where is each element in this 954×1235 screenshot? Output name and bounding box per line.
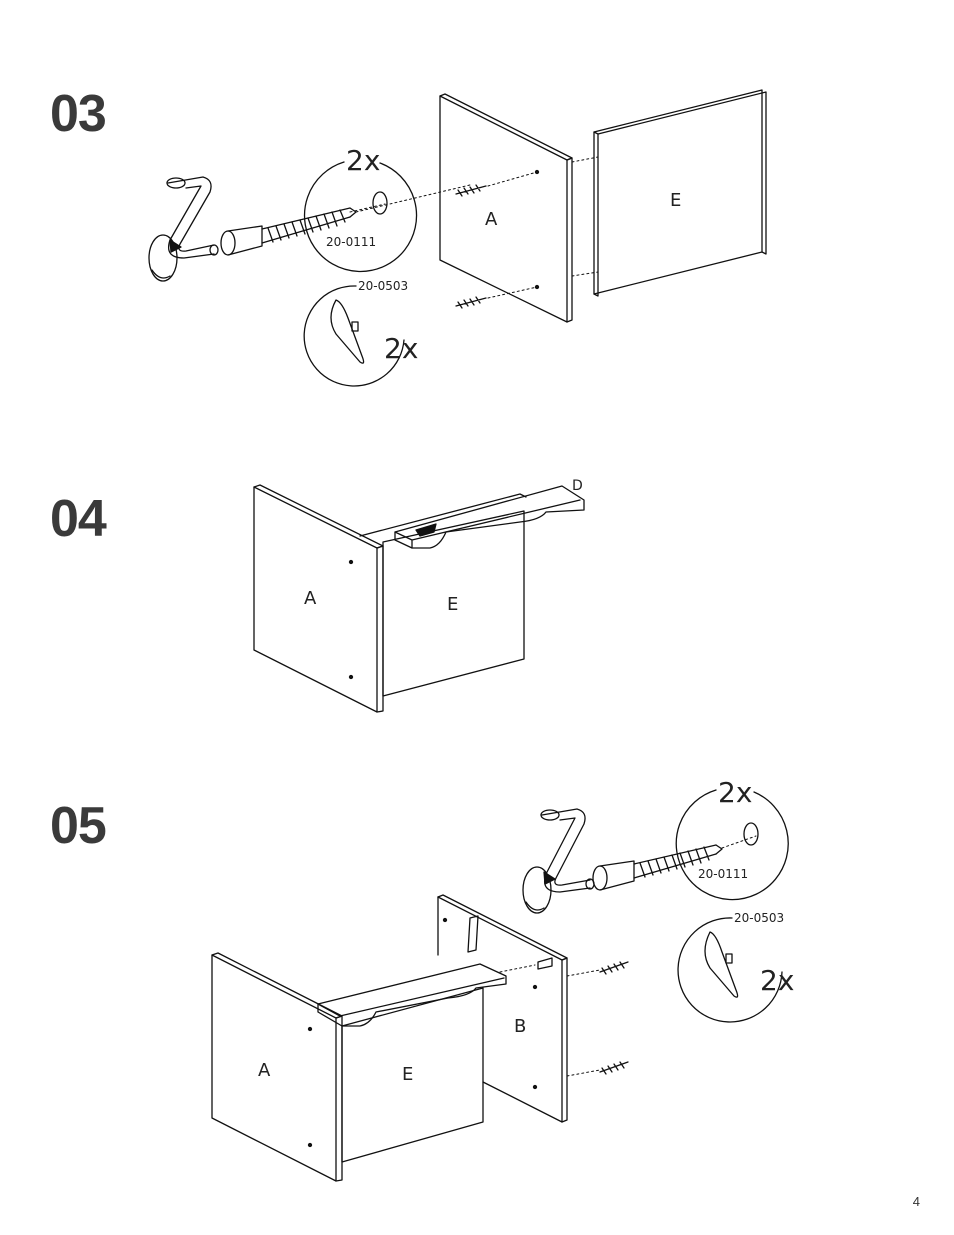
dowel-icon xyxy=(537,957,553,970)
panel-b-label: B xyxy=(514,1016,526,1037)
panel-a: A xyxy=(211,952,343,1182)
drawer-bottom xyxy=(317,963,507,1027)
cap-qty-label: 2x xyxy=(760,964,794,997)
panel-d: D xyxy=(394,478,585,549)
bolt-qty-label: 2x xyxy=(346,144,380,177)
panel-a-label: A xyxy=(258,1060,271,1081)
step-05-diagram: 2x 20-0111 20-0503 2x B xyxy=(211,776,794,1182)
bolt-code-label: 20-0111 xyxy=(326,235,376,249)
bolt-code-label: 20-0111 xyxy=(698,867,748,881)
step-04-diagram: E D A xyxy=(253,478,585,713)
step-number-05: 05 xyxy=(50,797,107,855)
cam-cap-callout: 20-0503 2x xyxy=(303,279,418,387)
bolt-qty-label: 2x xyxy=(718,776,752,809)
panel-a-label: A xyxy=(304,588,317,609)
step-number-04: 04 xyxy=(50,490,107,548)
panel-e-label: E xyxy=(670,190,681,211)
screw-icon xyxy=(599,961,629,1075)
panel-e-label: E xyxy=(402,1064,413,1085)
page-number: 4 xyxy=(912,1194,920,1209)
cam-cap-callout: 20-0503 2x xyxy=(677,911,794,1023)
cap-code-label: 20-0503 xyxy=(734,911,784,925)
push-arrow-icon xyxy=(415,523,437,537)
panel-d-label: D xyxy=(572,478,583,494)
cap-qty-label: 2x xyxy=(384,332,418,365)
bolt-callout: 2x 20-0111 xyxy=(675,776,789,901)
panel-e-label: E xyxy=(447,594,458,615)
screw-icon xyxy=(455,184,487,309)
bolt-20-0111-icon xyxy=(592,844,723,891)
cam-lock-icon xyxy=(467,915,479,953)
panel-a: A xyxy=(253,484,384,713)
cap-code-label: 20-0503 xyxy=(358,279,408,293)
panel-e: E xyxy=(593,89,767,297)
panel-a: A xyxy=(439,93,573,323)
panel-b: B xyxy=(437,894,629,1123)
rotate-arrow-icon xyxy=(522,866,556,914)
panel-a-label: A xyxy=(485,209,498,230)
rotate-arrow-icon xyxy=(148,234,182,282)
panel-e: E xyxy=(341,987,484,1163)
bolt-callout: 2x 20-0111 xyxy=(303,144,418,273)
step-number-03: 03 xyxy=(50,85,107,143)
step-03-diagram: 2x 20-0111 20-0503 2x A xyxy=(148,89,767,387)
